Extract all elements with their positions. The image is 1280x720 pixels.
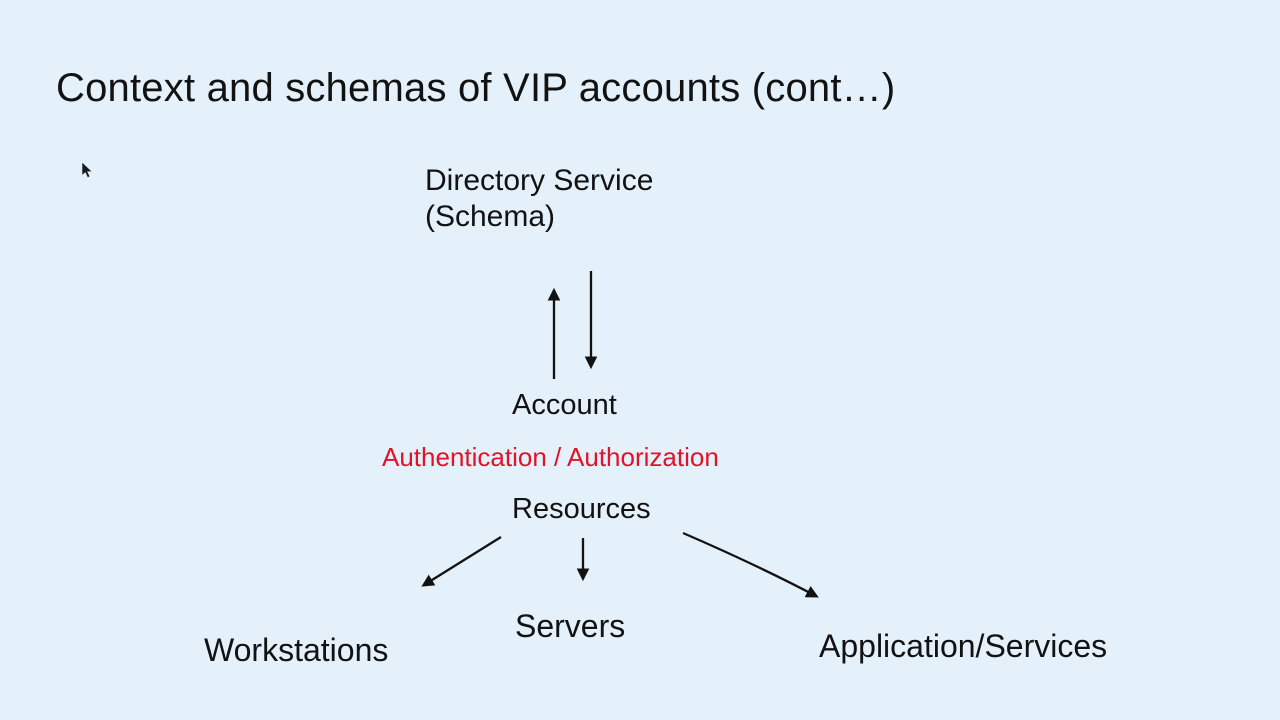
node-servers: Servers [515,608,626,644]
node-directory-service: Directory Service (Schema) [425,163,745,235]
node-workstations: Workstations [204,632,389,668]
node-application-services: Application/Services [819,628,1108,664]
slide-title: Context and schemas of VIP accounts (con… [56,66,896,110]
directory-service-line2: (Schema) [425,200,556,233]
directory-service-line1: Directory Service [425,164,654,197]
auth-authorization-label: Authentication / Authorization [382,442,719,472]
node-resources: Resources [512,493,651,525]
mouse-pointer-icon [81,161,93,179]
arrow-resources-to-workstations-icon [421,536,502,587]
arrow-resources-to-appservices-icon [682,531,819,598]
node-account: Account [512,389,617,421]
